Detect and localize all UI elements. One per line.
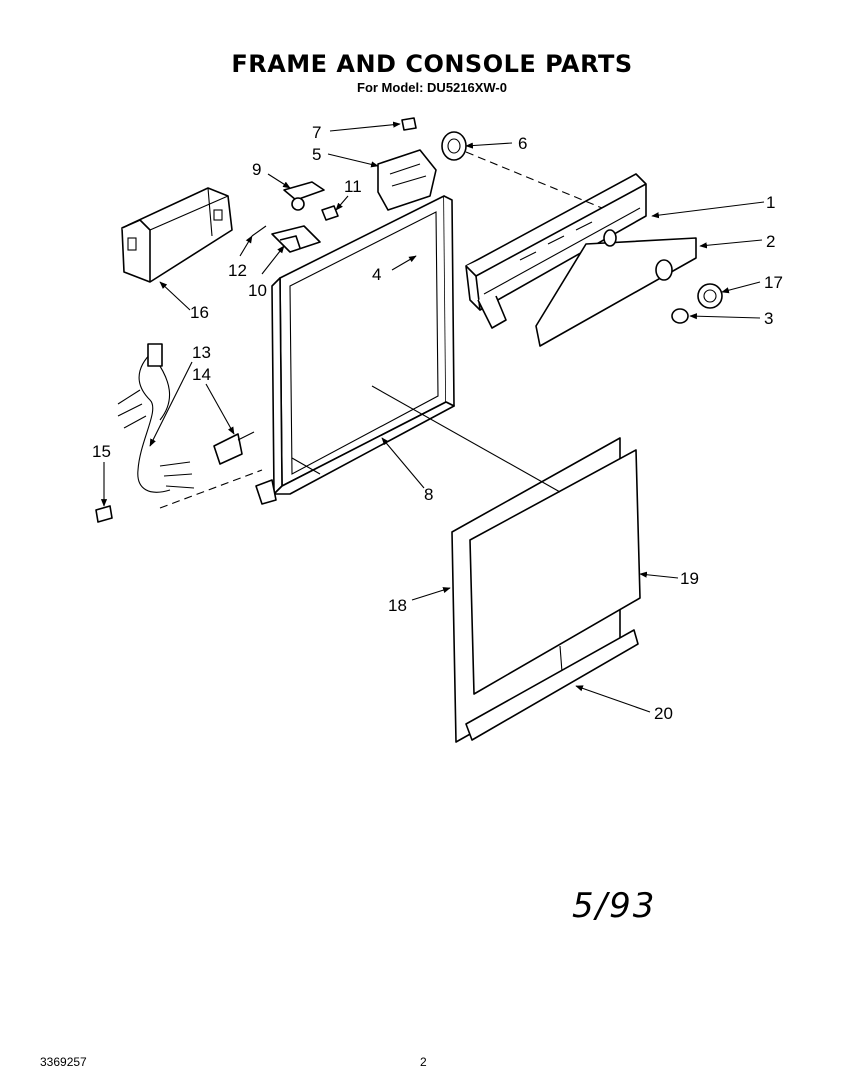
part-7-screw xyxy=(401,117,417,131)
handwritten-date: 5/93 xyxy=(572,886,657,926)
part-5-switch-module xyxy=(377,149,437,211)
callout-2: 2 xyxy=(766,232,775,251)
callout-17: 17 xyxy=(764,273,783,292)
callout-19: 19 xyxy=(680,569,699,588)
callout-20: 20 xyxy=(654,704,673,723)
callout-3: 3 xyxy=(764,309,773,328)
part-13-wire-harness xyxy=(117,343,195,493)
callout-13: 13 xyxy=(192,343,211,362)
part-16-control-bracket xyxy=(121,187,233,283)
part-3-button xyxy=(671,308,689,324)
callout-4: 4 xyxy=(372,265,381,284)
callout-labels: 7 5 6 9 11 12 10 4 1 2 17 3 16 13 14 15 … xyxy=(92,123,783,723)
callout-leaders xyxy=(100,121,765,713)
model-subtitle: For Model: DU5216XW-0 xyxy=(357,80,507,95)
part-12-pin xyxy=(251,225,267,237)
page-title: FRAME AND CONSOLE PARTS xyxy=(231,50,633,78)
part-20-trim-strip xyxy=(465,629,639,741)
callout-12: 12 xyxy=(228,261,247,280)
callout-14: 14 xyxy=(192,365,211,384)
callout-7: 7 xyxy=(312,123,321,142)
callout-11: 11 xyxy=(344,177,362,196)
callout-15: 15 xyxy=(92,442,111,461)
callout-16: 16 xyxy=(190,303,209,322)
part-9-switch xyxy=(283,181,325,211)
callout-10: 10 xyxy=(248,281,267,300)
part-15-screw xyxy=(95,505,113,523)
part-19-front-panel xyxy=(469,449,641,695)
part-10-switch-bracket xyxy=(271,225,321,253)
part-14-wire-switch xyxy=(213,431,255,465)
document-number: 3369257 xyxy=(40,1055,87,1069)
callout-6: 6 xyxy=(518,134,527,153)
callout-8: 8 xyxy=(424,485,433,504)
callout-9: 9 xyxy=(252,160,261,179)
part-8-door-frame xyxy=(255,195,455,505)
part-17-knob xyxy=(697,283,723,309)
callout-5: 5 xyxy=(312,145,321,164)
part-2-overlay xyxy=(535,229,697,347)
part-6-knob-assembly xyxy=(441,131,467,161)
callout-18: 18 xyxy=(388,596,407,615)
assembly-lines xyxy=(159,151,603,509)
callout-1: 1 xyxy=(766,193,775,212)
part-11-screw xyxy=(321,205,339,221)
page-number: 2 xyxy=(420,1055,427,1069)
